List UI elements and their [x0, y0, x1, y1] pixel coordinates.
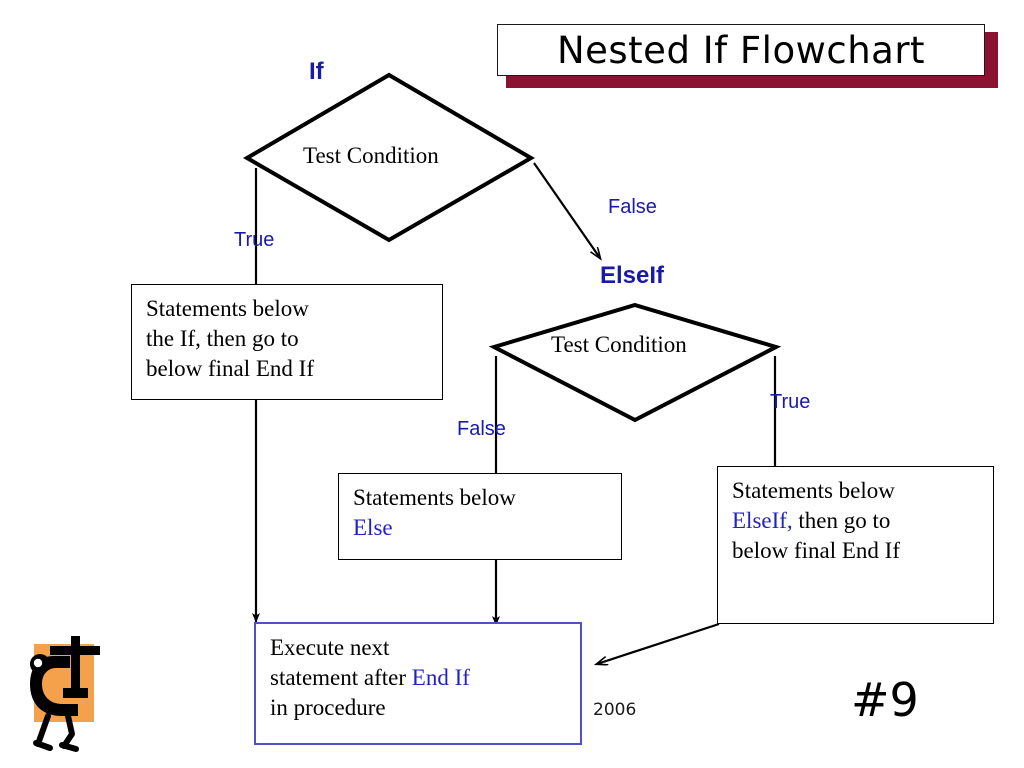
- year-label: 2006: [593, 700, 637, 720]
- if-diamond-label: Test Condition: [303, 143, 439, 168]
- page-number-label: #9: [851, 673, 919, 727]
- edge-label-elseif-false: False: [457, 418, 506, 440]
- c-clamp-mascot-icon: [30, 636, 100, 752]
- edge-elseif-true-to-end: [597, 622, 720, 664]
- edge-label-if-false: False: [608, 196, 657, 218]
- page-title: Nested If Flowchart: [556, 28, 926, 72]
- elseif-decision-diamond: [488, 302, 782, 423]
- elseif-diamond-label: Test Condition: [551, 332, 687, 357]
- elseif-keyword-label: ElseIf: [600, 262, 665, 289]
- if-decision-diamond: [243, 72, 535, 243]
- if-keyword-label: If: [309, 58, 324, 85]
- edge-if-false: [533, 162, 600, 258]
- edge-label-elseif-true: True: [770, 391, 811, 413]
- title-banner: Nested If Flowchart: [497, 24, 985, 76]
- edge-label-if-true: True: [234, 229, 275, 251]
